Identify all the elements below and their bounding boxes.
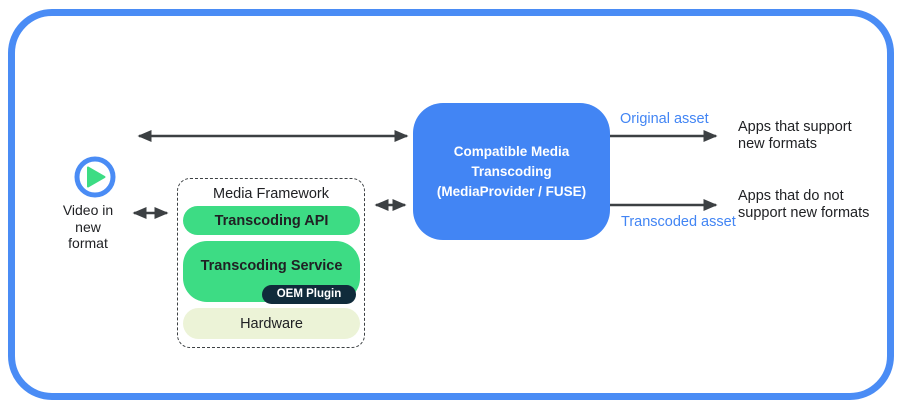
transcoded-asset-label: Transcoded asset bbox=[621, 214, 736, 230]
diagram-rounded-border bbox=[8, 9, 894, 400]
hardware-pill: Hardware bbox=[183, 308, 360, 339]
original-asset-label: Original asset bbox=[620, 111, 709, 127]
transcoding-api-pill: Transcoding API bbox=[183, 206, 360, 235]
oem-plugin-pill: OEM Plugin bbox=[262, 285, 356, 304]
transcoding-service-box: Transcoding Service OEM Plugin bbox=[183, 241, 360, 304]
compatible-media-transcoding-box: Compatible Media Transcoding (MediaProvi… bbox=[413, 103, 610, 240]
media-framework-box: Media Framework Transcoding API Transcod… bbox=[177, 178, 365, 348]
apps-no-support-label: Apps that do not support new formats bbox=[738, 188, 870, 221]
apps-support-label: Apps that support new formats bbox=[738, 119, 852, 152]
video-source-label: Video in new format bbox=[62, 202, 114, 251]
media-framework-title: Media Framework bbox=[212, 186, 330, 202]
transcoding-service-label: Transcoding Service bbox=[200, 257, 343, 274]
play-icon bbox=[74, 156, 116, 198]
